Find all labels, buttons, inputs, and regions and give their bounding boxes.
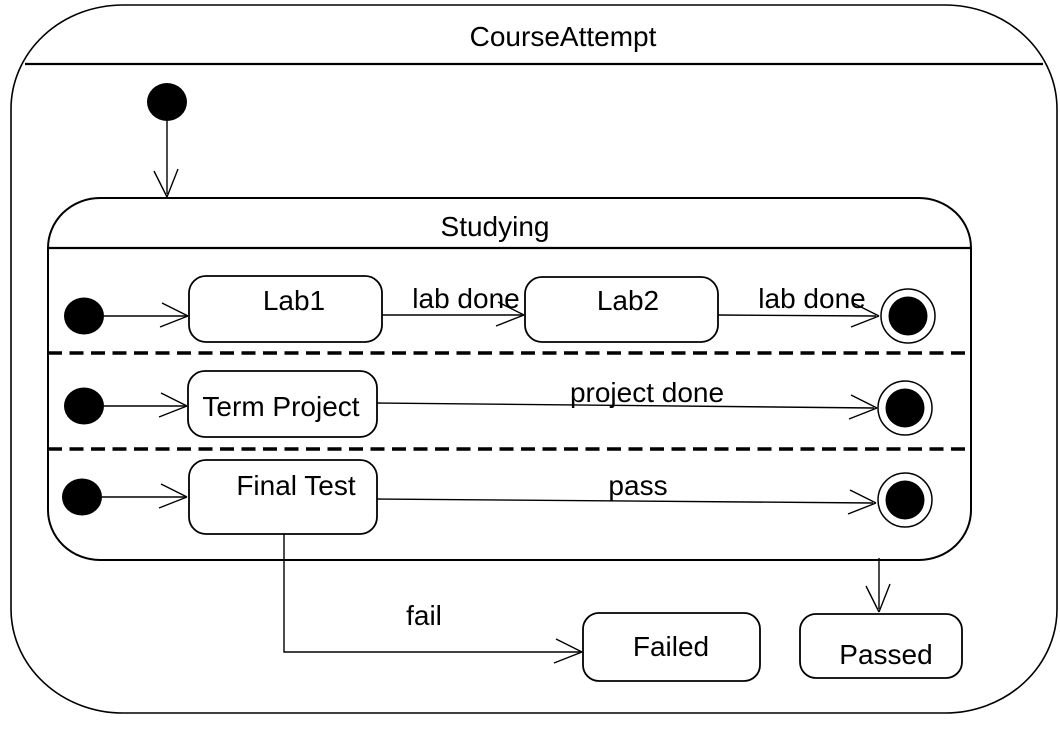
arrowhead-right-icon bbox=[158, 483, 188, 509]
state-lab1-label: Lab1 bbox=[263, 285, 325, 316]
transition-lab2-to-final bbox=[717, 314, 877, 317]
arrowhead-right-icon bbox=[848, 394, 878, 420]
studying-title: Studying bbox=[441, 211, 550, 242]
arrowhead-down-icon bbox=[865, 583, 891, 613]
studying-border bbox=[47, 197, 972, 561]
initial-state-dot bbox=[62, 478, 102, 516]
course-attempt-title: CourseAttempt bbox=[470, 21, 657, 52]
arrowhead-right-icon bbox=[158, 392, 188, 418]
passed-state: Passed bbox=[799, 613, 963, 679]
transition-fail: fail bbox=[283, 534, 583, 664]
state-final-test bbox=[188, 459, 378, 535]
arrowhead-right-icon bbox=[553, 638, 583, 664]
transition-term-project-to-final bbox=[376, 402, 875, 409]
state-failed bbox=[582, 612, 761, 682]
transition-label-lab-done-1: lab done bbox=[412, 283, 519, 314]
region-labs: Lab1 lab done Lab2 lab done bbox=[64, 275, 936, 344]
state-passed-label: Passed bbox=[839, 639, 932, 670]
final-state-dot bbox=[885, 480, 925, 520]
initial-state-dot bbox=[147, 83, 187, 121]
arrowhead-right-icon bbox=[847, 489, 877, 515]
state-final-test-label: Final Test bbox=[236, 470, 356, 501]
state-lab1 bbox=[188, 275, 383, 343]
transition-label-fail: fail bbox=[406, 600, 442, 631]
state-term-project-label: Term Project bbox=[202, 391, 359, 422]
transition-final-test-to-failed bbox=[283, 534, 580, 653]
arrowhead-right-icon bbox=[159, 302, 189, 328]
failed-state: Failed bbox=[582, 612, 761, 682]
arrowhead-right-icon bbox=[850, 302, 880, 328]
initial-state-top bbox=[147, 83, 187, 198]
transition-label-lab-done-2: lab done bbox=[758, 283, 865, 314]
final-state-dot bbox=[885, 388, 925, 428]
arrowhead-right-icon bbox=[495, 301, 525, 327]
region-term-project: Term Project project done bbox=[64, 370, 933, 438]
region-final-test: Final Test pass bbox=[62, 459, 933, 535]
initial-state-dot bbox=[64, 387, 104, 425]
studying-state: Studying bbox=[47, 197, 972, 561]
transition-final-test-to-final bbox=[376, 498, 874, 504]
transition-label-pass: pass bbox=[608, 470, 667, 501]
final-state-dot bbox=[888, 296, 928, 336]
state-passed bbox=[799, 613, 963, 679]
state-term-project bbox=[187, 370, 378, 438]
transition-label-project-done: project done bbox=[570, 377, 724, 408]
initial-state-dot bbox=[64, 297, 104, 335]
state-failed-label: Failed bbox=[633, 631, 709, 662]
transition-passed bbox=[865, 558, 891, 613]
state-lab2 bbox=[524, 276, 719, 343]
state-lab2-label: Lab2 bbox=[597, 285, 659, 316]
arrowhead-down-icon bbox=[153, 168, 179, 198]
